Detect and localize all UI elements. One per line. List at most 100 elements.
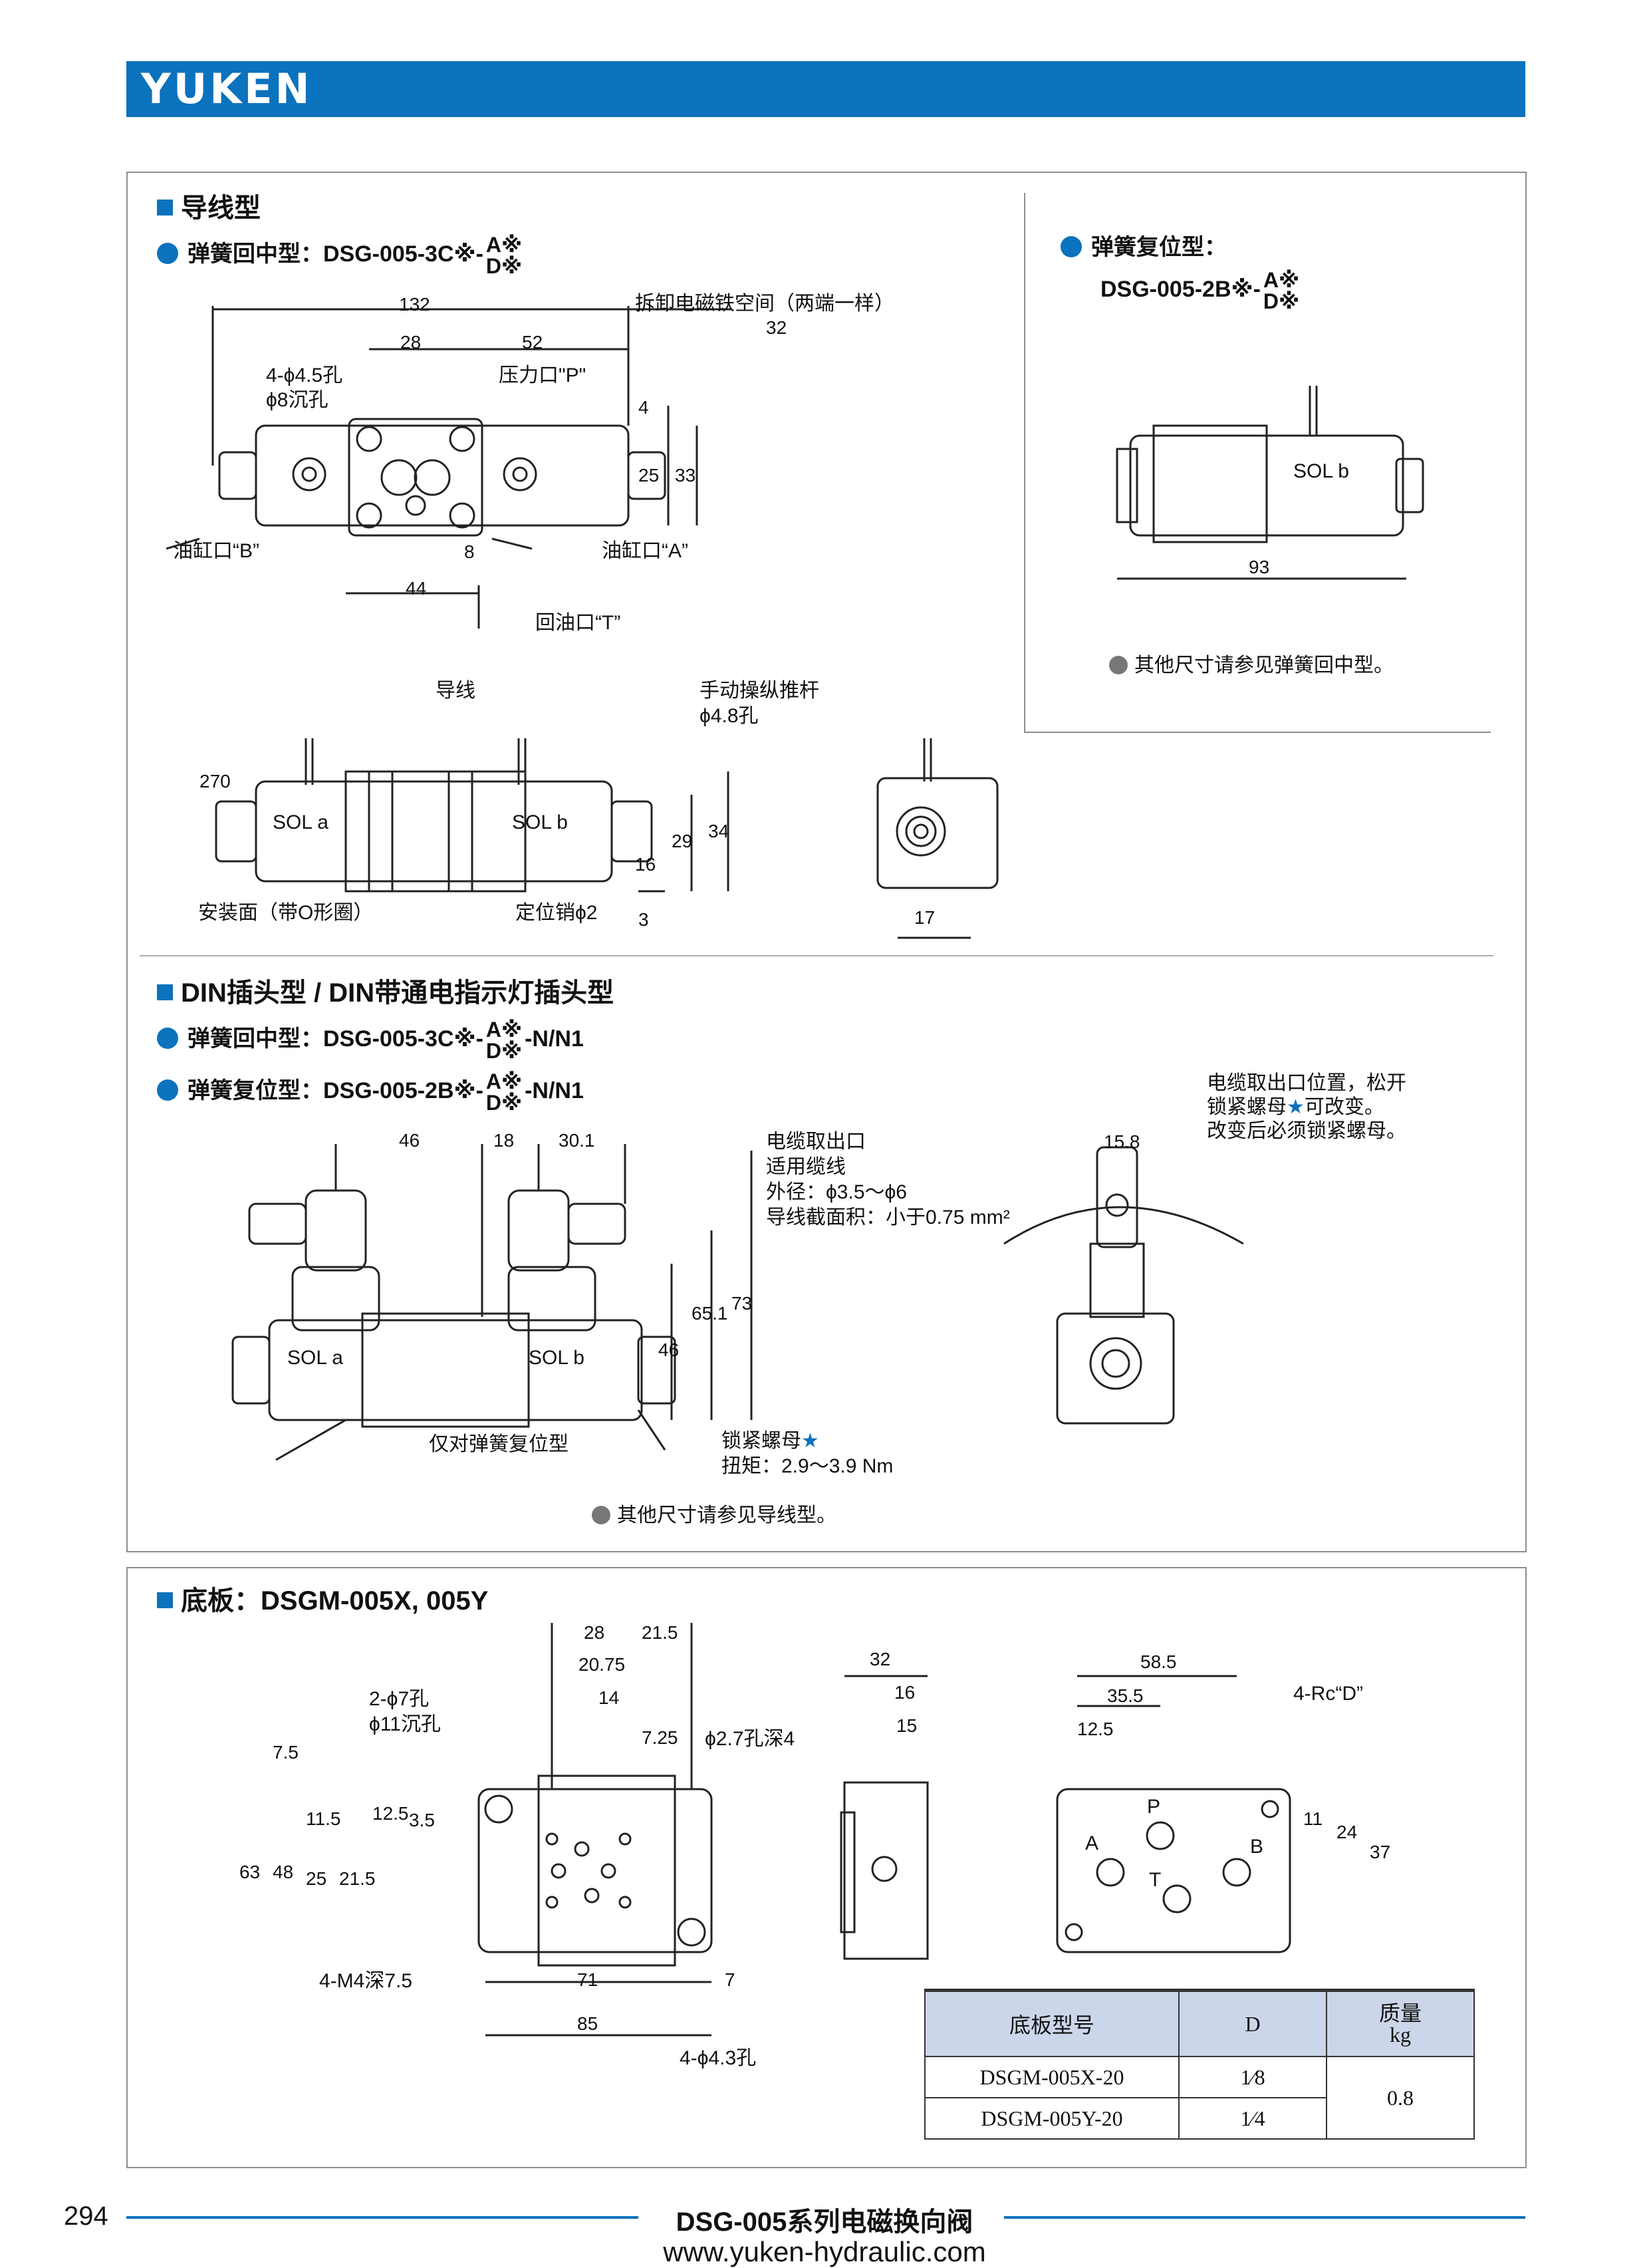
- din-spring-center-model: 弹簧回中型：DSG-005-3C※-A※D※-N/N1: [157, 1019, 584, 1062]
- dim-21-5: 21.5: [642, 1622, 678, 1643]
- d-cell: 1⁄4: [1178, 2097, 1327, 2140]
- cable-pos-note-2: 锁紧螺母★可改变。: [1207, 1096, 1384, 1118]
- dim-52: 52: [522, 332, 543, 353]
- square-bullet-icon: [157, 1592, 173, 1608]
- dim-3-5: 3.5: [409, 1810, 435, 1830]
- dim-25: 25: [638, 465, 660, 486]
- dim-28-b: 28: [584, 1622, 605, 1643]
- drill-label: ϕ2.7孔深4: [705, 1728, 795, 1750]
- din-spring-offset-model: 弹簧复位型：DSG-005-2B※-A※D※-N/N1: [157, 1071, 584, 1113]
- holes-2-label: 2-ϕ7孔: [369, 1688, 430, 1710]
- port-a-label: 油缸口“A”: [602, 540, 688, 562]
- spring-center-model: 弹簧回中型：DSG-005-3C※-A※D※: [157, 234, 525, 277]
- footer-url[interactable]: www.yuken-hydraulic.com: [663, 2236, 986, 2267]
- bullet-dot-icon: [157, 1079, 178, 1101]
- port-t-label: 回油口“T”: [535, 612, 621, 634]
- dim-32: 32: [766, 317, 787, 338]
- dim-63: 63: [239, 1862, 261, 1882]
- holes-4-label: 4-ϕ4.3孔: [680, 2047, 757, 2069]
- dim-71: 71: [577, 1969, 598, 1990]
- dim-11-5: 11.5: [306, 1808, 341, 1829]
- din-sol-a-label: SOL a: [287, 1347, 343, 1369]
- dim-11: 11: [1303, 1808, 1323, 1829]
- section-title-subplate: 底板：DSGM-005X, 005Y: [157, 1586, 488, 1616]
- dim-73: 73: [731, 1293, 753, 1314]
- dim-28: 28: [400, 332, 422, 353]
- dim-7: 7: [725, 1969, 735, 1990]
- col-header-model: 底板型号: [924, 1989, 1180, 2057]
- section-title-wire-type: 导线型: [157, 193, 261, 223]
- port-b-marker: B: [1250, 1836, 1264, 1858]
- grey-dot-icon: [592, 1506, 610, 1524]
- dim-35-5: 35.5: [1107, 1685, 1144, 1706]
- model-cell: DSGM-005X-20: [924, 2056, 1180, 2098]
- cable-area-label: 导线截面积：小于0.75 mm²: [766, 1206, 1010, 1228]
- dim-85: 85: [577, 2013, 598, 2034]
- counterbore-label: ϕ8沉孔: [266, 389, 328, 411]
- dim-132: 132: [399, 294, 430, 315]
- section-title-din: DIN插头型 / DIN带通电指示灯插头型: [157, 978, 614, 1008]
- model-fraction: A※D※: [485, 233, 523, 278]
- valve-body-top-view: [255, 424, 630, 527]
- subplate-side-view: [843, 1781, 929, 1960]
- dim-44: 44: [406, 578, 427, 599]
- port-b-label: 油缸口“B”: [173, 540, 259, 562]
- dim-34: 34: [708, 821, 729, 841]
- dim-7-25: 7.25: [642, 1727, 678, 1748]
- manual-push-label: 手动操纵推杆: [699, 680, 819, 702]
- footer-title: DSG-005系列电磁换向阀: [676, 2207, 973, 2237]
- dim-7-5: 7.5: [273, 1742, 299, 1763]
- cable-pos-note-3: 改变后必须锁紧螺母。: [1207, 1120, 1406, 1142]
- star-icon: ★: [1287, 1096, 1305, 1118]
- square-bullet-icon: [157, 200, 173, 215]
- torque-label: 扭矩：2.9～3.9 Nm: [721, 1455, 894, 1477]
- table-row: DSGM-005X-20 1⁄8 0.8: [924, 2056, 1475, 2140]
- dim-29: 29: [672, 831, 693, 851]
- cable-pos-note-1: 电缆取出口位置，松开: [1207, 1072, 1406, 1094]
- lead-wire-label: 导线: [436, 680, 475, 702]
- d-cell: 1⁄8: [1178, 2056, 1327, 2098]
- valve-end-view: [876, 777, 999, 889]
- dim-30-1: 30.1: [559, 1130, 595, 1151]
- dim-15-b: 15: [896, 1715, 918, 1736]
- cable-fit-label: 适用缆线: [766, 1156, 846, 1178]
- dim-32-b: 32: [870, 1649, 891, 1669]
- spring-offset-model: DSG-005-2B※-A※D※: [1100, 268, 1300, 313]
- dim-14: 14: [598, 1687, 620, 1708]
- bullet-dot-icon: [1061, 236, 1082, 257]
- dim-8: 8: [464, 541, 475, 562]
- bolt-holes-label: 4-ϕ4.5孔: [266, 364, 343, 386]
- page-number: 294: [64, 2201, 108, 2231]
- subplate-top-view: [477, 1788, 713, 1953]
- mount-face-label: 安装面（带O形圈）: [198, 902, 374, 924]
- spring-offset-box: [1024, 193, 1491, 733]
- star-icon: ★: [801, 1430, 819, 1452]
- bullet-dot-icon: [157, 242, 178, 264]
- dim-93: 93: [1249, 557, 1270, 577]
- port-a-marker: A: [1085, 1832, 1099, 1854]
- cable-od-label: 外径：ϕ3.5～ϕ6: [766, 1181, 907, 1203]
- cb11-label: ϕ11沉孔: [369, 1713, 441, 1735]
- dim-46-v: 46: [658, 1340, 680, 1360]
- dim-270: 270: [199, 771, 231, 791]
- section-divider: [140, 955, 1493, 956]
- grey-dot-icon: [1109, 656, 1128, 674]
- model-cell: DSGM-005Y-20: [924, 2097, 1180, 2140]
- dim-4: 4: [638, 397, 649, 418]
- dim-3: 3: [638, 909, 649, 930]
- subplate-bottom-view: [1056, 1788, 1291, 1953]
- remove-space-label: 拆卸电磁铁空间（两端一样）: [635, 293, 894, 315]
- locating-pin-label: 定位销ϕ2: [515, 902, 598, 924]
- dim-33: 33: [675, 465, 696, 486]
- dim-12-5: 12.5: [372, 1803, 409, 1824]
- dim-20-75: 20.75: [578, 1654, 626, 1675]
- note-ref-wire-type: 其他尺寸请参见导线型。: [592, 1504, 836, 1527]
- cable-out-label: 电缆取出口: [766, 1131, 866, 1153]
- dim-25-b: 25: [306, 1868, 327, 1889]
- port-p-marker: P: [1147, 1796, 1161, 1818]
- m4-label: 4-M4深7.5: [319, 1970, 413, 1992]
- dim-37: 37: [1370, 1842, 1391, 1862]
